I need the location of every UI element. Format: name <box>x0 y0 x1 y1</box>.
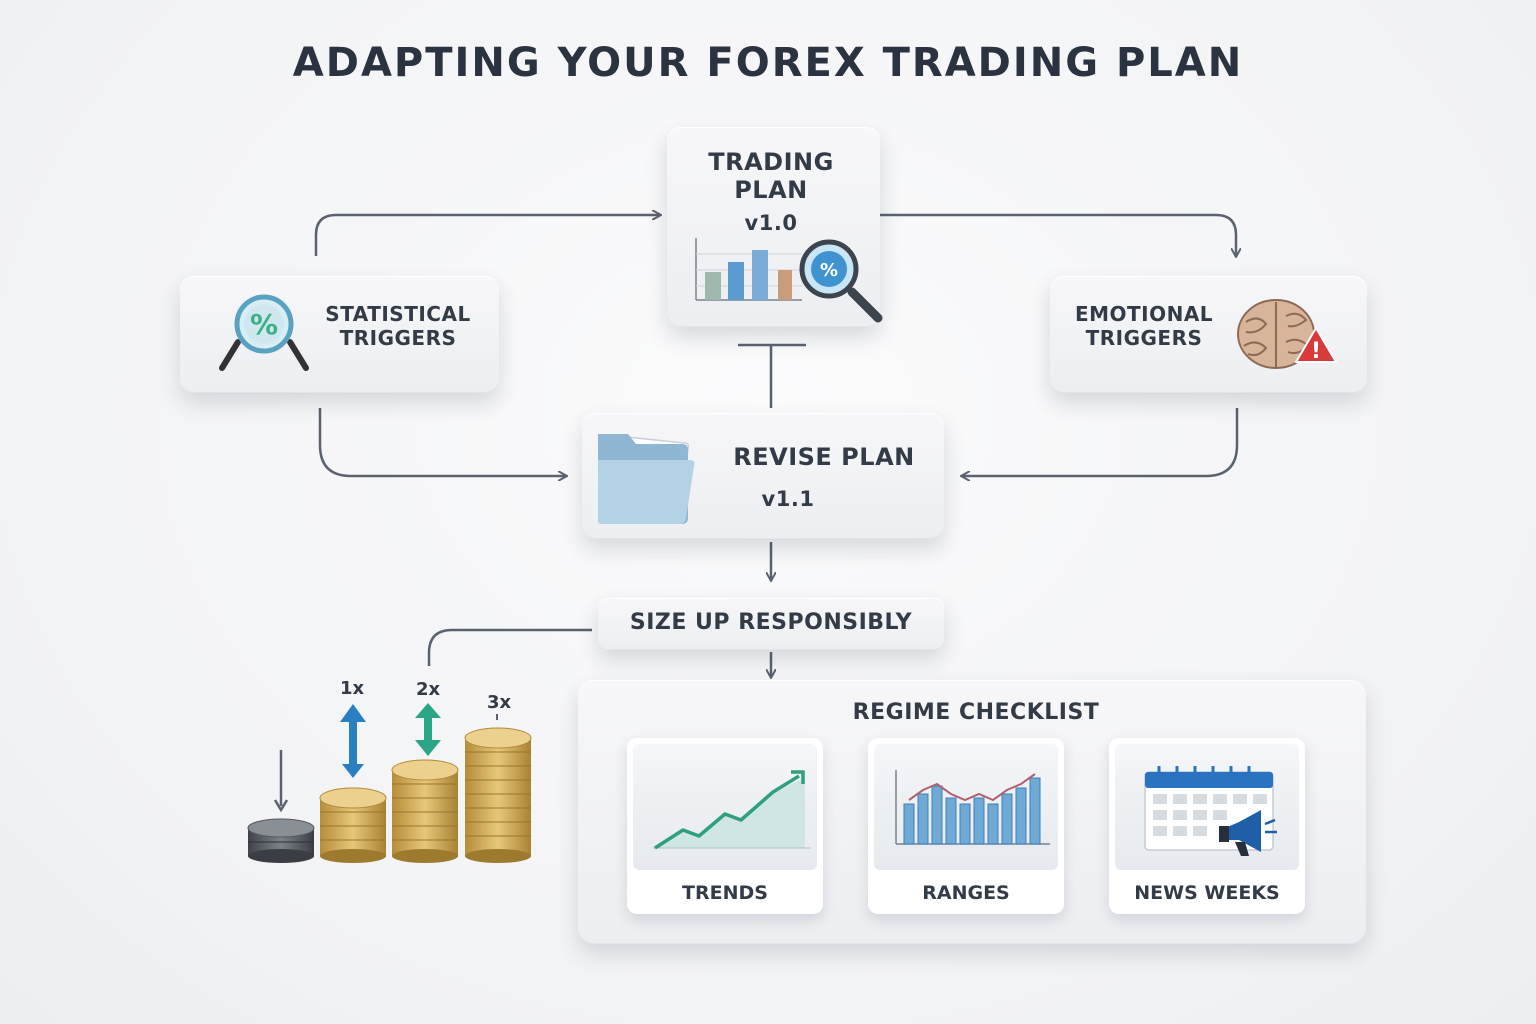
bar-chart-magnifier-icon: % <box>695 238 883 323</box>
multiplier-1x: 1x <box>340 678 365 699</box>
calendar-megaphone-icon <box>1144 766 1277 856</box>
gold-coin-stack-2x <box>391 759 459 863</box>
size-up-card <box>598 598 944 650</box>
regime-tile-ranges: RANGES <box>868 738 1064 914</box>
emotional-triggers-line2: TRIGGERS <box>1085 326 1203 350</box>
gold-coin-stack-1x <box>319 787 387 863</box>
connector-revise-tee <box>738 343 806 408</box>
multiplier-2x: 2x <box>416 679 441 700</box>
folder-icon <box>598 434 695 524</box>
regime-tile-news-weeks: NEWS WEEKS <box>1109 738 1305 914</box>
svg-text:!: ! <box>1311 339 1321 364</box>
gold-coin-stack-3x <box>464 727 532 863</box>
grey-coin-stack <box>247 818 315 863</box>
statistical-triggers-line2: TRIGGERS <box>339 326 457 350</box>
connector-stat-to-revise <box>318 408 566 476</box>
coin-stacks-icon <box>247 703 532 863</box>
connector-plan-to-emotional <box>880 213 1236 256</box>
trading-plan-title-line2: PLAN <box>734 176 808 204</box>
brain-alert-icon: ! <box>1237 299 1337 369</box>
statistical-triggers-line1: STATISTICAL <box>325 302 471 326</box>
connector-stat-to-plan <box>314 215 660 256</box>
svg-text:%: % <box>820 260 838 281</box>
trading-plan-version: v1.0 <box>744 211 798 235</box>
regime-tile-trends: TRENDS <box>627 738 823 914</box>
regime-tile-news-weeks-label: NEWS WEEKS <box>1134 882 1280 904</box>
connector-size-to-coins <box>427 628 592 666</box>
regime-tile-ranges-label: RANGES <box>922 882 1010 904</box>
multiplier-3x: 3x <box>487 692 512 713</box>
trading-plan-title-line1: TRADING <box>708 148 834 176</box>
revise-plan-version: v1.1 <box>761 487 815 511</box>
regime-tile-trends-label: TRENDS <box>682 882 768 904</box>
revise-plan-title: REVISE PLAN <box>733 443 915 471</box>
size-up-label: SIZE UP RESPONSIBLY <box>629 610 913 635</box>
diagram-title: ADAPTING YOUR FOREX TRADING PLAN <box>292 40 1244 86</box>
emotional-triggers-line1: EMOTIONAL <box>1074 302 1214 326</box>
regime-checklist-title: REGIME CHECKLIST <box>852 700 1100 725</box>
magnifier-percent-icon: % <box>219 294 309 371</box>
trend-chart-icon <box>653 770 811 850</box>
statistical-triggers-card <box>180 276 499 393</box>
range-chart-icon <box>895 770 1050 845</box>
connector-emotional-to-revise <box>962 408 1239 476</box>
svg-text:%: % <box>250 308 278 341</box>
